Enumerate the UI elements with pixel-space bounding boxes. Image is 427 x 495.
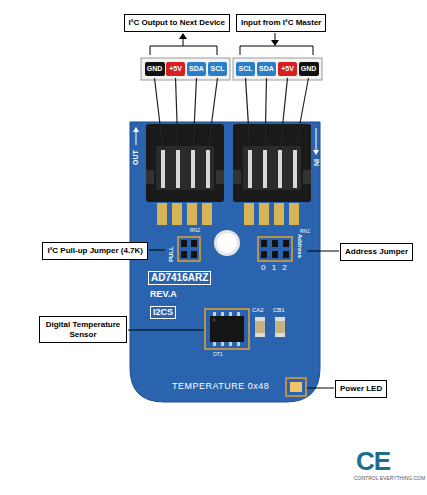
pin-label: SCL bbox=[236, 62, 255, 76]
callout-text: I²C Output to Next Device bbox=[129, 18, 225, 28]
callout-text: I²C Pull-up Jumper (4.7K) bbox=[47, 246, 143, 256]
callout-box: Address Jumper bbox=[340, 243, 413, 261]
silkscreen-label: REV.A bbox=[150, 290, 177, 299]
silkscreen-label: I2CS bbox=[150, 306, 176, 319]
pin-label: +5V bbox=[278, 62, 297, 76]
callout-text: Input from I²C Master bbox=[241, 18, 321, 28]
silkscreen-label: IN bbox=[313, 159, 320, 166]
pin-name: SDA bbox=[189, 62, 204, 76]
callout-text: Address Jumper bbox=[345, 247, 408, 257]
silkscreen-label: CONTROL EVERYTHING.COM bbox=[354, 476, 425, 481]
callout-text: Power LED bbox=[340, 384, 382, 394]
silkscreen-label: OUT bbox=[132, 150, 139, 165]
pin-name: +5V bbox=[280, 62, 295, 76]
pin-label: SDA bbox=[257, 62, 276, 76]
pin-name: SDA bbox=[259, 62, 274, 76]
callout-box: Power LED bbox=[335, 380, 387, 398]
callout-text: Digital Temperature Sensor bbox=[44, 320, 122, 339]
silkscreen-label: OT1 bbox=[213, 352, 223, 357]
silkscreen-label: 0 1 2 bbox=[261, 264, 289, 272]
logo-text: CE bbox=[356, 448, 390, 474]
pin-name: GND bbox=[147, 62, 163, 76]
callout-box: Input from I²C Master bbox=[236, 14, 326, 32]
pin-name: GND bbox=[301, 62, 317, 76]
silkscreen-label: CA2 bbox=[252, 307, 264, 313]
callout-box: Digital Temperature Sensor bbox=[39, 316, 127, 343]
silkscreen-label: RN1 bbox=[300, 229, 310, 234]
pin-label: SCL bbox=[208, 62, 227, 76]
silkscreen-label: CB1 bbox=[273, 307, 285, 313]
silkscreen-label: Address bbox=[297, 234, 303, 258]
silkscreen-label: RN2 bbox=[190, 228, 200, 233]
silkscreen-label: AD7416ARZ bbox=[148, 271, 211, 285]
pin-label: GND bbox=[299, 62, 319, 76]
silkscreen-label: PULL bbox=[168, 246, 174, 262]
pin-label: SDA bbox=[187, 62, 206, 76]
callout-box: I²C Output to Next Device bbox=[124, 14, 230, 32]
silkscreen-label: TEMPERATURE 0x48 bbox=[172, 382, 269, 391]
pin-name: SCL bbox=[238, 62, 253, 76]
pin-label: +5V bbox=[166, 62, 185, 76]
pin-label: GND bbox=[145, 62, 165, 76]
pin-name: SCL bbox=[210, 62, 225, 76]
pin-name: +5V bbox=[168, 62, 183, 76]
callout-box: I²C Pull-up Jumper (4.7K) bbox=[42, 242, 148, 260]
